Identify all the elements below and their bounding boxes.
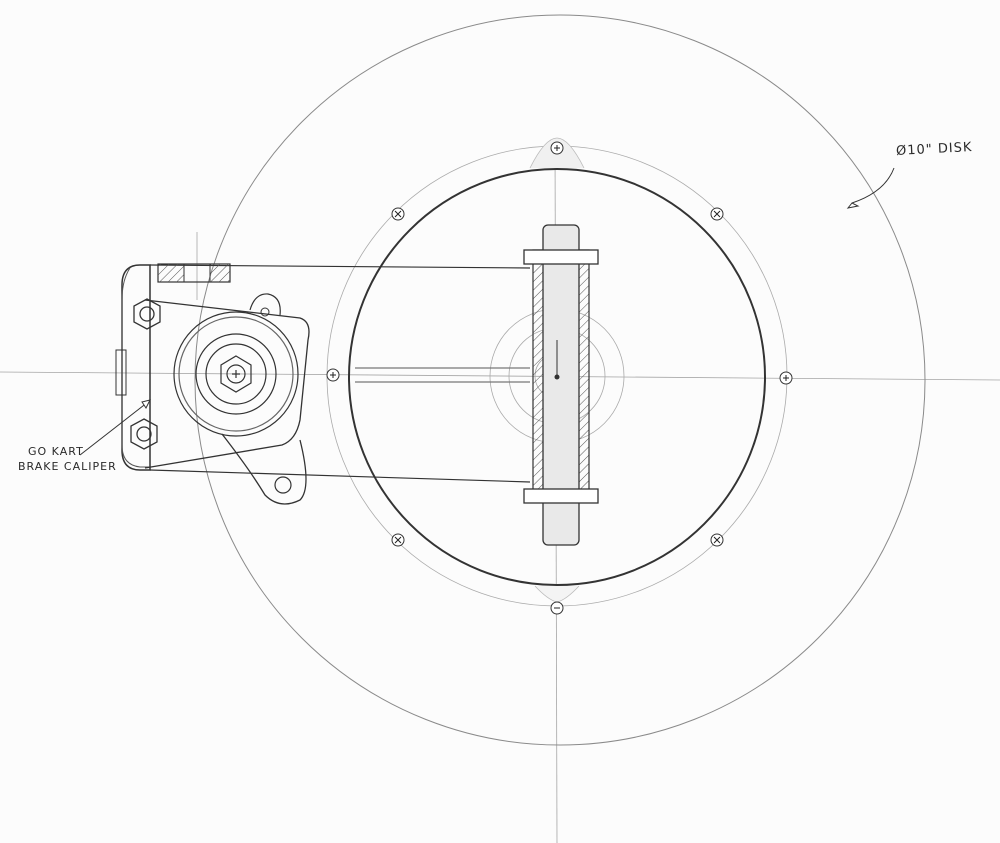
lever-hole (274, 476, 292, 494)
caliper-label-line2: BRAKE CALIPER (18, 460, 117, 473)
top-ear-hole (260, 307, 270, 317)
piston-assembly (173, 311, 299, 437)
caliper-label: GO KART BRAKE CALIPER (18, 444, 117, 474)
center-bolt-assembly (523, 224, 599, 546)
caliper-label-line1: GO KART (28, 445, 84, 458)
bracket-outline (121, 267, 150, 468)
caliper-lever (221, 433, 307, 505)
bottom-lobe (534, 585, 580, 603)
bracket-tab (115, 349, 127, 396)
bolt-hole-crosses (330, 145, 789, 609)
caliper-leader (79, 399, 151, 456)
caliper-body (144, 299, 310, 469)
top-ear (249, 293, 281, 316)
disk-leader (846, 167, 895, 209)
mount-nuts (130, 298, 161, 450)
top-mount-block (157, 263, 231, 283)
outer-disk-circle (194, 14, 926, 746)
inner-flange-circle (348, 168, 766, 586)
centerlines (0, 139, 1000, 843)
